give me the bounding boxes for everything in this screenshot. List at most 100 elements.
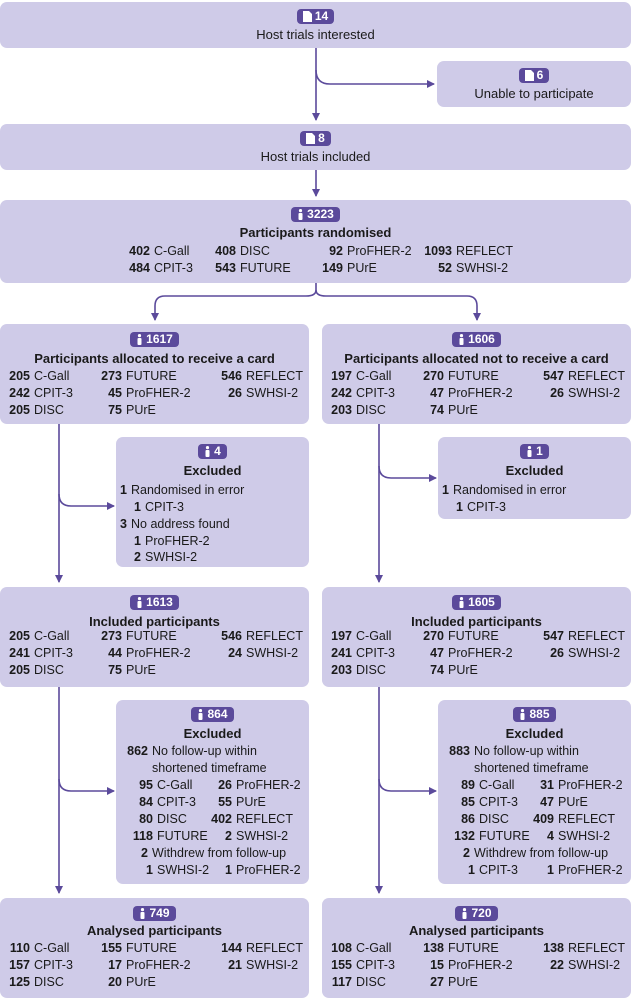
count-value: 47 <box>540 795 554 809</box>
count-value: 8 <box>318 131 325 145</box>
count-value: 864 <box>207 707 228 721</box>
count-value: 1 <box>134 500 141 514</box>
count-value: 2 <box>134 550 141 564</box>
count-value: 546 <box>221 369 242 383</box>
list-item: 117 DISC <box>322 975 386 989</box>
item-label: ProFHER-2 <box>558 778 623 792</box>
count-value: 2 <box>463 846 470 860</box>
item-label: PUrE <box>126 975 156 989</box>
item-label: SWHSI-2 <box>456 261 509 275</box>
person-icon <box>140 908 145 919</box>
count-value: 205 <box>9 663 30 677</box>
count-value: 125 <box>9 975 30 989</box>
item-label: CPIT-3 <box>157 795 196 809</box>
count-value: 45 <box>108 386 122 400</box>
count-value: 543 <box>215 261 236 275</box>
count-value: 52 <box>438 261 452 275</box>
person-icon <box>459 334 464 345</box>
count-value: 862 <box>127 744 148 758</box>
person-icon <box>527 446 532 457</box>
participant-count-badge: 864 <box>191 707 234 722</box>
document-icon <box>524 70 534 81</box>
trial-count-badge: 8 <box>300 131 331 146</box>
item-label: CPIT-3 <box>34 386 73 400</box>
count-value: 6 <box>536 68 544 82</box>
item-label: PUrE <box>448 403 478 417</box>
item-label: SWHSI-2 <box>246 958 299 972</box>
item-label: FUTURE <box>126 369 177 383</box>
count-value: 273 <box>101 369 122 383</box>
item-label: PUrE <box>126 663 156 677</box>
item-label: SWHSI-2 <box>568 646 621 660</box>
count-value: 117 <box>331 975 352 989</box>
list-item: 408 DISC <box>198 244 270 258</box>
count-value: 26 <box>218 778 232 792</box>
count-value: 547 <box>543 369 564 383</box>
count-value: 409 <box>533 812 554 826</box>
item-label: PUrE <box>448 663 478 677</box>
trial-count-badge: 6 <box>518 68 550 83</box>
item-label: SWHSI-2 <box>246 386 299 400</box>
item-label: SWHSI-2 <box>157 863 210 877</box>
count-value: 89 <box>461 778 475 792</box>
item-label: DISC <box>356 975 386 989</box>
item-label: C-Gall <box>356 941 392 955</box>
count-value: 20 <box>108 975 122 989</box>
count-value: 21 <box>228 958 242 972</box>
count-value: 47 <box>430 646 444 660</box>
box-title: Excluded <box>183 463 242 478</box>
participant-count-badge: 749 <box>133 906 176 921</box>
count-value: 26 <box>228 386 242 400</box>
count-value: 242 <box>331 386 352 400</box>
host-trials-interested-box: 14 Host trials interested <box>0 2 631 48</box>
count-value: 408 <box>215 244 236 258</box>
document-icon <box>302 11 312 22</box>
count-value: 1 <box>456 500 463 514</box>
count-value: 157 <box>9 958 30 972</box>
item-label: DISC <box>240 244 270 258</box>
list-item: 273 FUTURE <box>92 369 177 383</box>
left-allocated-box: 1617 Participants allocated to receive a… <box>0 324 309 424</box>
participant-count-badge: 1617 <box>130 332 179 347</box>
count-value: 144 <box>221 941 242 955</box>
box-label: Unable to participate <box>474 86 594 101</box>
item-label: No follow-up within <box>474 744 579 758</box>
item-label: ProFHER-2 <box>448 646 513 660</box>
count-value: 92 <box>329 244 343 258</box>
count-value: 1 <box>547 863 554 877</box>
person-icon <box>137 597 142 608</box>
participant-count-badge: 1605 <box>452 595 501 610</box>
count-value: 155 <box>101 941 122 955</box>
count-value: 138 <box>423 941 444 955</box>
participant-count-badge: 1613 <box>130 595 179 610</box>
box-title: Analysed participants <box>86 923 223 938</box>
